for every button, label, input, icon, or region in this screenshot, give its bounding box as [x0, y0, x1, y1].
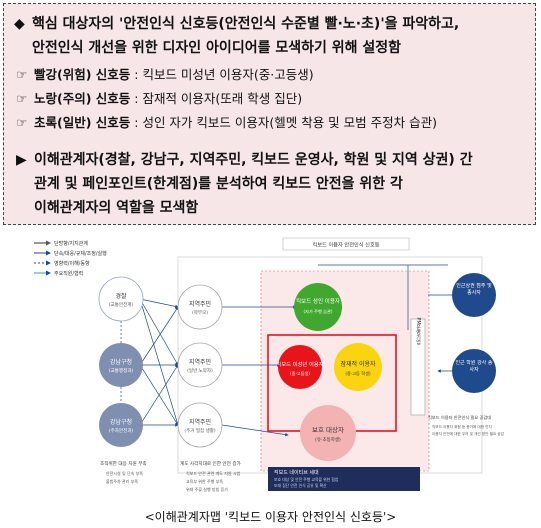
figure-caption: <이해관계자맵 '킥보드 이용자 안전인식 신호등'> — [144, 510, 397, 524]
pm-operator-box: PM운영기업 — [410, 317, 426, 416]
left-notes: 조직위한 대응 지원 부족 안전시설 및 단속 부족 불법주차 관리 부족 — [100, 460, 147, 484]
svg-text:지역주민: 지역주민 — [189, 418, 211, 426]
summary-box: ◆핵심 대상자의 '안전인식 신호등(안전인식 수준별 빨·노·초)'을 파악하… — [3, 3, 536, 225]
svg-text:킥보드 이용자 안전인식 필요 공감대: 킥보드 이용자 안전인식 필요 공감대 — [428, 414, 491, 421]
yellow-node-potential-user: 잠재적 이용자 (중·고등 학생) — [334, 343, 382, 391]
hand-pointer-icon: ☞ — [16, 115, 28, 130]
svg-text:(중·고등 학생): (중·고등 학생) — [345, 370, 371, 377]
svg-text:(주차안전과): (주차안전과) — [109, 427, 133, 434]
signal-red: ☞빨강(위험) 신호등 : 킥보드 미성년 이용자(중·고등생) — [16, 67, 314, 82]
right-node-merchants: 인근상권 점주 및 종사자 — [452, 273, 496, 317]
signal-yellow: ☞노랑(주의) 신호등 : 잠재적 이용자(또래 학생 집단) — [16, 91, 303, 106]
signal-green: ☞초록(일반) 신호등 : 성인 자가 킥보드 이용자(헬멧 착용 및 모범 주… — [16, 115, 437, 130]
mid-notes: 계도 사각지대로 인한 안전 증가 킥보드 안전 관련 계도 지원 시범 교육부… — [180, 460, 242, 492]
svg-text:지역주민: 지역주민 — [189, 300, 211, 308]
svg-text:위태 주류 실행 방침 증가: 위태 주류 실행 방침 증가 — [186, 486, 228, 492]
bullet-2-line-2: 관계 및 페인포인트(한계점)를 분석하여 킥보드 안전을 위한 각 — [34, 176, 403, 192]
legend-item: 주요직원/협력 — [54, 270, 83, 277]
svg-text:불법주차 관리 부족: 불법주차 관리 부족 — [106, 478, 138, 484]
svg-text:또래 집단 안전 인식 공유 및 확산: 또래 집단 안전 인식 공유 및 확산 — [274, 483, 327, 488]
bullet-2-line-1: ▶이해관계자(경찰, 강남구, 지역주민, 킥보드 운영사, 학원 및 지역 상… — [16, 148, 473, 172]
svg-text:(학부모): (학부모) — [192, 309, 208, 316]
svg-text:교육부 위한 주행 부족: 교육부 위한 주행 부족 — [186, 478, 223, 484]
right-notes: 킥보드 이용자 안전인식 필요 공감대 킥보드 이용자 위험 등 증가에 대한 … — [428, 414, 505, 436]
svg-text:(교통행정과): (교통행정과) — [109, 367, 133, 374]
green-node-adult-user: 킥보드 성인 이용자 (자가 주행 습관) — [294, 283, 342, 331]
mid-node-elderly: 지역주민 (일반 노약자) — [177, 342, 223, 388]
svg-text:(유·초등학생): (유·초등학생) — [315, 436, 341, 443]
svg-text:킥보드 이용자 위험 등 증가에 대한 인지: 킥보드 이용자 위험 등 증가에 대한 인지 — [432, 424, 492, 429]
stakeholder-map: 단방향/지지관계 단속/대응/규제/조정/실행 영향력/이해/동향 주요직원/협… — [28, 235, 514, 503]
mid-node-parents: 지역주민 (학부모) — [177, 284, 223, 330]
svg-text:안전시설 및 단속 부족: 안전시설 및 단속 부족 — [106, 470, 143, 476]
svg-text:잠재적 이용자: 잠재적 이용자 — [340, 360, 376, 368]
svg-text:강남구청: 강남구청 — [110, 358, 132, 366]
svg-text:(주거 밀집 생활): (주거 밀집 생활) — [184, 427, 215, 434]
hand-pointer-icon: ☞ — [16, 91, 28, 106]
svg-text:PM운영기업: PM운영기업 — [415, 317, 421, 345]
core-node-protected: 보호 대상자 (유·초등학생) — [300, 405, 356, 461]
title-box — [282, 237, 410, 251]
triangle-right-icon: ▶ — [16, 152, 27, 168]
svg-text:(일반 노약자): (일반 노약자) — [187, 367, 213, 374]
svg-text:보호 대상자: 보호 대상자 — [312, 425, 344, 434]
left-node-gangnam-parking: 강남구청 (주차안전과) — [99, 403, 143, 447]
svg-text:강남구청: 강남구청 — [110, 418, 132, 426]
svg-text:(자가 주행 습관): (자가 주행 습관) — [303, 308, 332, 315]
left-node-police: 경찰 (교통안전계) — [98, 276, 144, 322]
legend-item: 단속/대응/규제/조정/실행 — [54, 250, 107, 257]
svg-text:킥보드 미성년 이용자: 킥보드 미성년 이용자 — [276, 360, 323, 368]
left-node-gangnam-traffic: 강남구청 (교통행정과) — [99, 343, 143, 387]
svg-text:이용자 안전에 대한 우려 및 개선 방안 필요 공감: 이용자 안전에 대한 우려 및 개선 방안 필요 공감 — [432, 431, 505, 436]
svg-text:조직위한 대응 지원 부족: 조직위한 대응 지원 부족 — [100, 460, 147, 467]
svg-text:킥보드 안전 관련 계도 지원 시범: 킥보드 안전 관련 계도 지원 시범 — [186, 470, 241, 476]
svg-text:계도 사각지대로 인한 안전 증가: 계도 사각지대로 인한 안전 증가 — [180, 460, 242, 467]
bullet-2-line-3: 이해관계자의 역할을 모색함 — [34, 200, 199, 216]
mid-node-residents: 지역주민 (주거 밀집 생활) — [177, 402, 223, 448]
title-box-text: 킥보드 이용자 안전인식 신호등 — [313, 241, 380, 249]
right-node-academy: 인근 학원 강사 종사자 — [452, 349, 496, 393]
red-node-minor-user: 킥보드 미성년 이용자 (중·고등생) — [276, 345, 324, 389]
svg-text:지역주민: 지역주민 — [189, 358, 211, 366]
native-generation-box: 킥보드 네이티브 세대 보호 대상 및 안전 주행 교육을 위한 협업 또래 집… — [268, 467, 420, 491]
hand-pointer-icon: ☞ — [16, 67, 28, 82]
bullet-1-line-1: ◆핵심 대상자의 '안전인식 신호등(안전인식 수준별 빨·노·초)'을 파악하… — [14, 16, 460, 32]
legend: 단방향/지지관계 단속/대응/규제/조정/실행 영향력/이해/동향 주요직원/협… — [34, 240, 107, 277]
svg-text:(중·고등생): (중·고등생) — [290, 370, 310, 376]
svg-text:보호 대상 및 안전 주행 교육을 위한 협업: 보호 대상 및 안전 주행 교육을 위한 협업 — [274, 477, 339, 482]
legend-item: 영향력/이해/동향 — [54, 260, 90, 267]
legend-item: 단방향/지지관계 — [54, 240, 88, 247]
svg-text:킥보드 네이티브 세대: 킥보드 네이티브 세대 — [274, 469, 319, 476]
bullet-1-line-2: 안전인식 개선을 위한 디자인 아이디어를 모색하기 위해 설정함 — [32, 40, 401, 56]
diamond-icon: ◆ — [14, 16, 25, 32]
svg-text:킥보드 성인 이용자: 킥보드 성인 이용자 — [296, 297, 340, 305]
svg-text:(교통안전계): (교통안전계) — [109, 301, 133, 308]
svg-text:경찰: 경찰 — [115, 292, 127, 300]
